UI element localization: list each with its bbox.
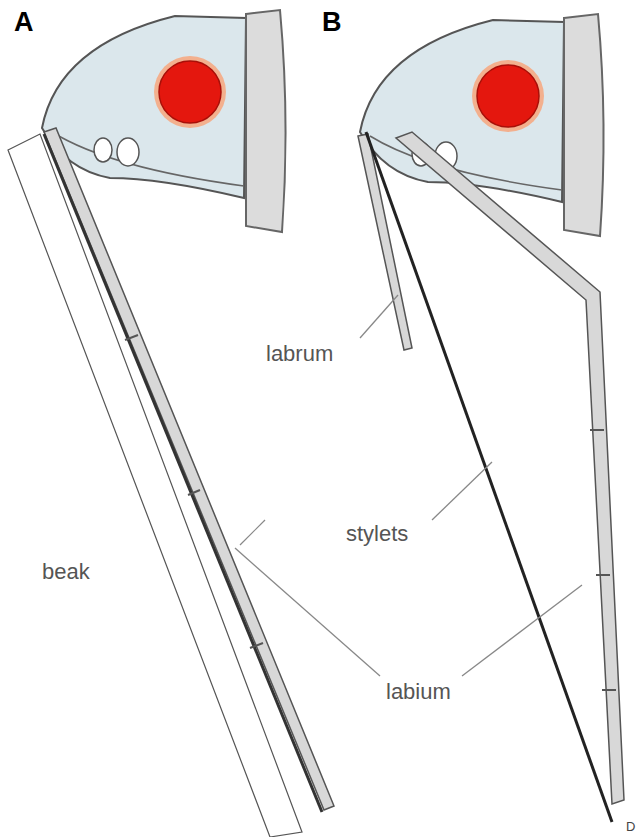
leader-lines (235, 295, 582, 676)
panel-letter: A (14, 8, 34, 38)
mouthparts-b (358, 132, 624, 822)
panel-letter: B (322, 8, 342, 38)
watermark: D (626, 820, 635, 834)
part-label: labrum (266, 342, 333, 366)
beak-a (8, 128, 334, 837)
part-label: beak (42, 560, 90, 584)
part-label: labium (386, 680, 451, 704)
part-label: stylets (346, 522, 408, 546)
